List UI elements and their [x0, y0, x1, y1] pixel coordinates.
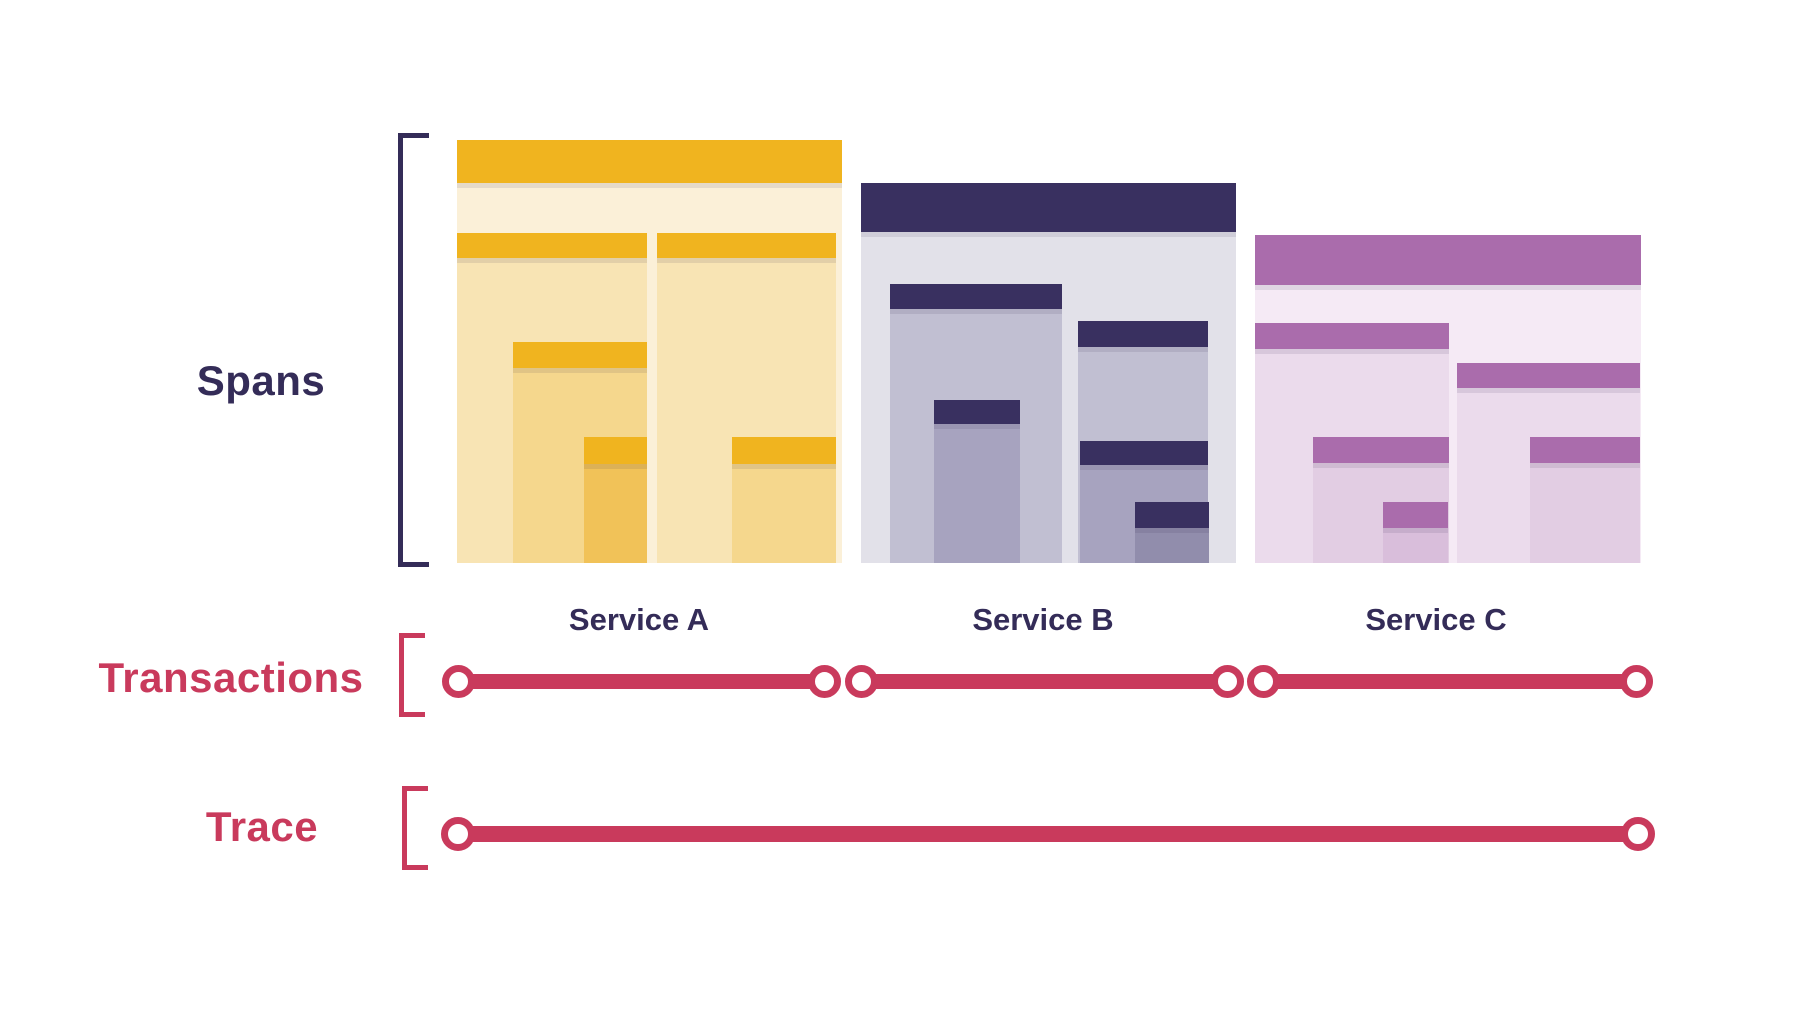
transaction-line-1 — [458, 673, 824, 689]
trace-start-endpoint-icon — [441, 817, 475, 851]
transaction-line-2 — [861, 673, 1227, 689]
trace-end-endpoint-icon — [1621, 817, 1655, 851]
span-header-bar — [457, 140, 842, 183]
span-header-bar — [584, 437, 647, 464]
transaction-line-3 — [1263, 673, 1636, 689]
spans-label: Spans — [196, 357, 326, 404]
span-header-bar — [1530, 437, 1640, 463]
transaction-2-end-endpoint-icon — [1210, 664, 1244, 698]
trace-line — [458, 826, 1638, 842]
span-header-bar — [861, 183, 1236, 232]
transaction-1-end-endpoint-icon — [807, 664, 841, 698]
span-body — [934, 424, 1020, 563]
span-header-bar — [1080, 441, 1208, 465]
span-header-bar — [890, 284, 1062, 309]
transaction-3-start-endpoint-icon — [1246, 664, 1280, 698]
span-body — [1383, 528, 1448, 563]
span-header-bar — [1313, 437, 1449, 463]
span-header-bar — [513, 342, 647, 368]
span-header-bar — [1135, 502, 1209, 528]
service-c-label: Service C — [1365, 602, 1507, 637]
span-header-bar — [657, 233, 836, 258]
span-header-bar — [1383, 502, 1448, 528]
transaction-2-start-endpoint-icon — [844, 664, 878, 698]
span-header-bar — [1457, 363, 1640, 388]
span-body — [584, 464, 647, 563]
trace-label: Trace — [205, 803, 319, 850]
span-body — [1530, 463, 1640, 563]
service-b-label: Service B — [972, 602, 1114, 637]
transactions-label: Transactions — [98, 654, 364, 701]
span-header-bar — [934, 400, 1020, 424]
span-body — [732, 464, 836, 563]
transaction-1-start-endpoint-icon — [441, 664, 475, 698]
span-body — [1135, 528, 1209, 563]
transaction-3-end-endpoint-icon — [1619, 664, 1653, 698]
transactions-bracket-icon — [399, 633, 425, 717]
span-header-bar — [1255, 235, 1641, 285]
span-header-bar — [1255, 323, 1449, 349]
spans-bracket-icon — [398, 133, 429, 567]
trace-bracket-icon — [402, 786, 428, 870]
span-header-bar — [457, 233, 647, 258]
service-a-label: Service A — [568, 602, 710, 637]
span-header-bar — [732, 437, 836, 464]
span-header-bar — [1078, 321, 1208, 347]
